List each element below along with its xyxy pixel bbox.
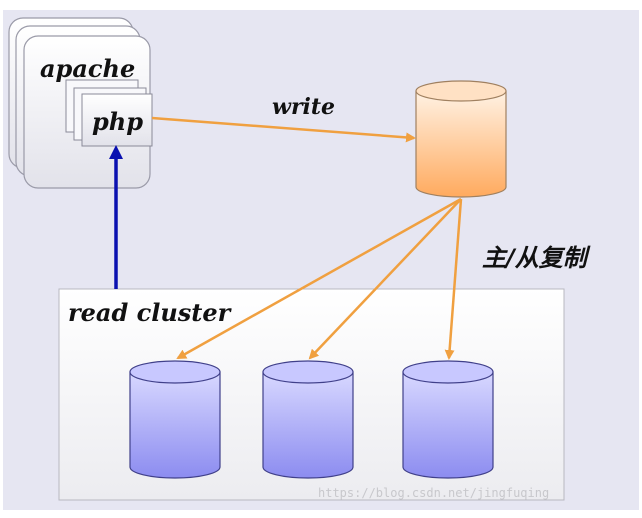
slave-database-1 <box>129 360 221 479</box>
replication-arrow-3 <box>444 198 463 360</box>
write-label: write <box>272 94 336 120</box>
write-arrow <box>151 116 416 143</box>
replication-arrow-2 <box>308 198 462 360</box>
read-cluster-label: read cluster <box>68 298 231 327</box>
master-database <box>415 80 507 198</box>
php-module-stack <box>65 79 153 147</box>
replication-arrow-1 <box>176 197 462 360</box>
replication-label: 主/从复制 <box>482 244 587 272</box>
slave-database-2 <box>262 360 354 479</box>
slave-database-3 <box>402 360 494 479</box>
watermark: https://blog.csdn.net/jingfuqing <box>318 486 550 500</box>
php-label: php <box>92 107 144 136</box>
apache-label: apache <box>40 54 136 83</box>
